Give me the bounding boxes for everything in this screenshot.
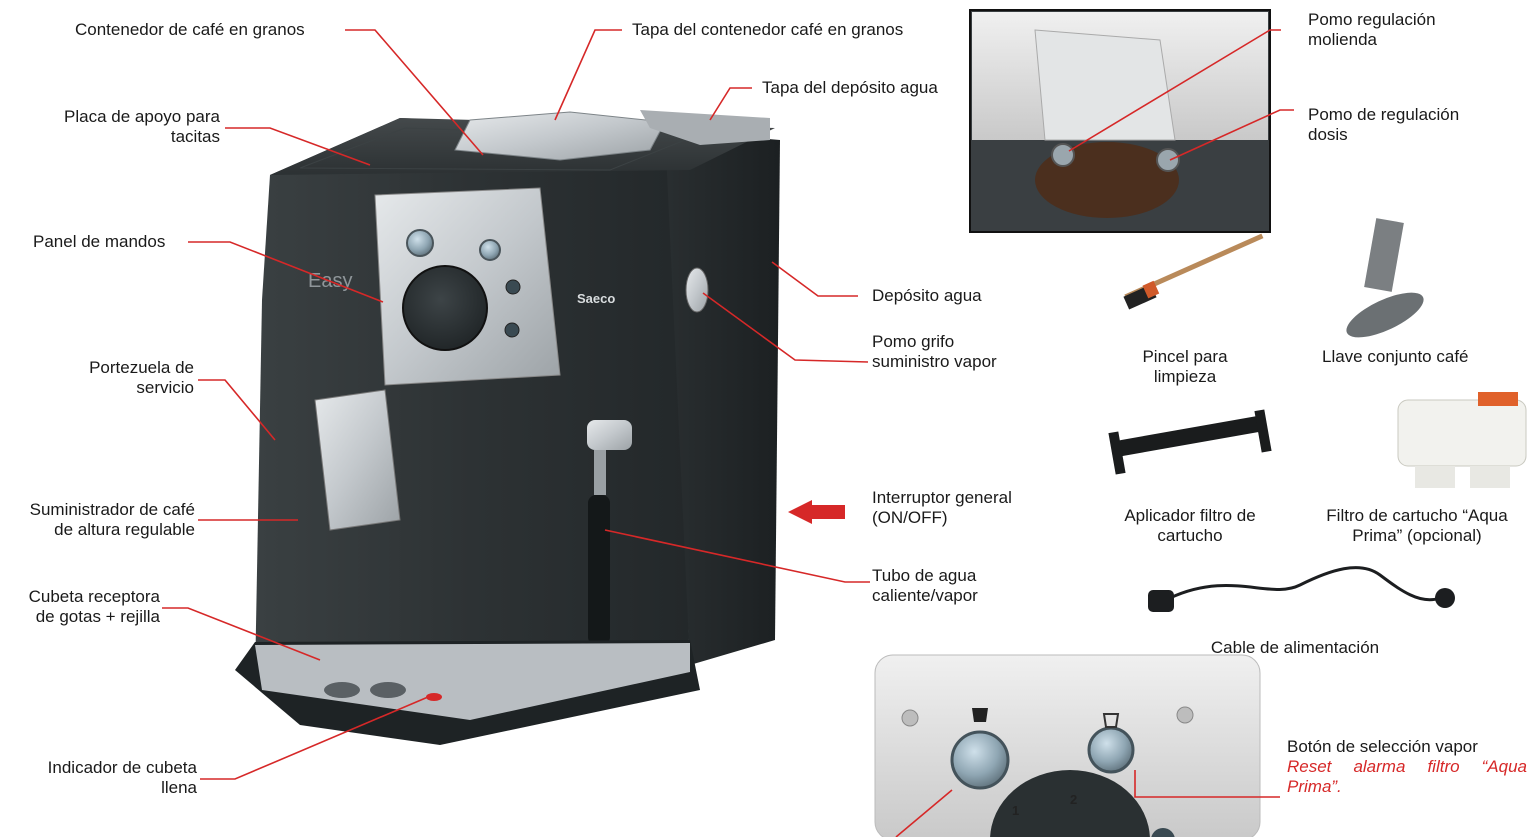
dial-number-1: 1 (1012, 803, 1019, 818)
coffee-button (406, 229, 434, 257)
coffee-group-key (1346, 218, 1424, 338)
label-cable: Cable de alimentación (1210, 638, 1380, 657)
inset-coffee-button (950, 730, 1010, 790)
leader-lines (162, 29, 1294, 837)
inset-control-panel: 1 2 (874, 654, 1261, 837)
coffee-machine: Easy Saeco (235, 110, 780, 745)
label-interruptor: Interruptor general(ON/OFF) (872, 488, 1012, 527)
brush (1123, 233, 1264, 310)
label-contenedor-cafe: Contenedor de café en granos (75, 20, 305, 39)
drip-grid (255, 643, 690, 720)
label-llave: Llave conjunto café (1322, 347, 1469, 366)
dial-number-2: 2 (1070, 792, 1077, 807)
full-tray-indicator (426, 693, 442, 701)
label-tapa-contenedor: Tapa del contenedor café en granos (632, 20, 904, 39)
selection-dial (402, 265, 488, 351)
label-tapa-deposito: Tapa del depósito agua (762, 78, 938, 97)
label-boton-vapor: Botón de selección vapor (1287, 737, 1478, 756)
inset-steam-button (1087, 726, 1135, 774)
brand-logo: Saeco (577, 291, 615, 306)
steam-tube (588, 495, 610, 645)
power-switch-arrow (788, 500, 845, 524)
label-panel-mandos: Panel de mandos (33, 232, 166, 251)
dose-knob (1156, 148, 1180, 172)
grind-knob (1051, 143, 1075, 167)
power-cable (1148, 566, 1455, 612)
label-deposito-agua: Depósito agua (872, 286, 982, 305)
coffee-spout (314, 389, 401, 531)
filter-applicator (1108, 409, 1272, 475)
aqua-prima-filter (1397, 392, 1527, 488)
steam-button (479, 239, 501, 261)
